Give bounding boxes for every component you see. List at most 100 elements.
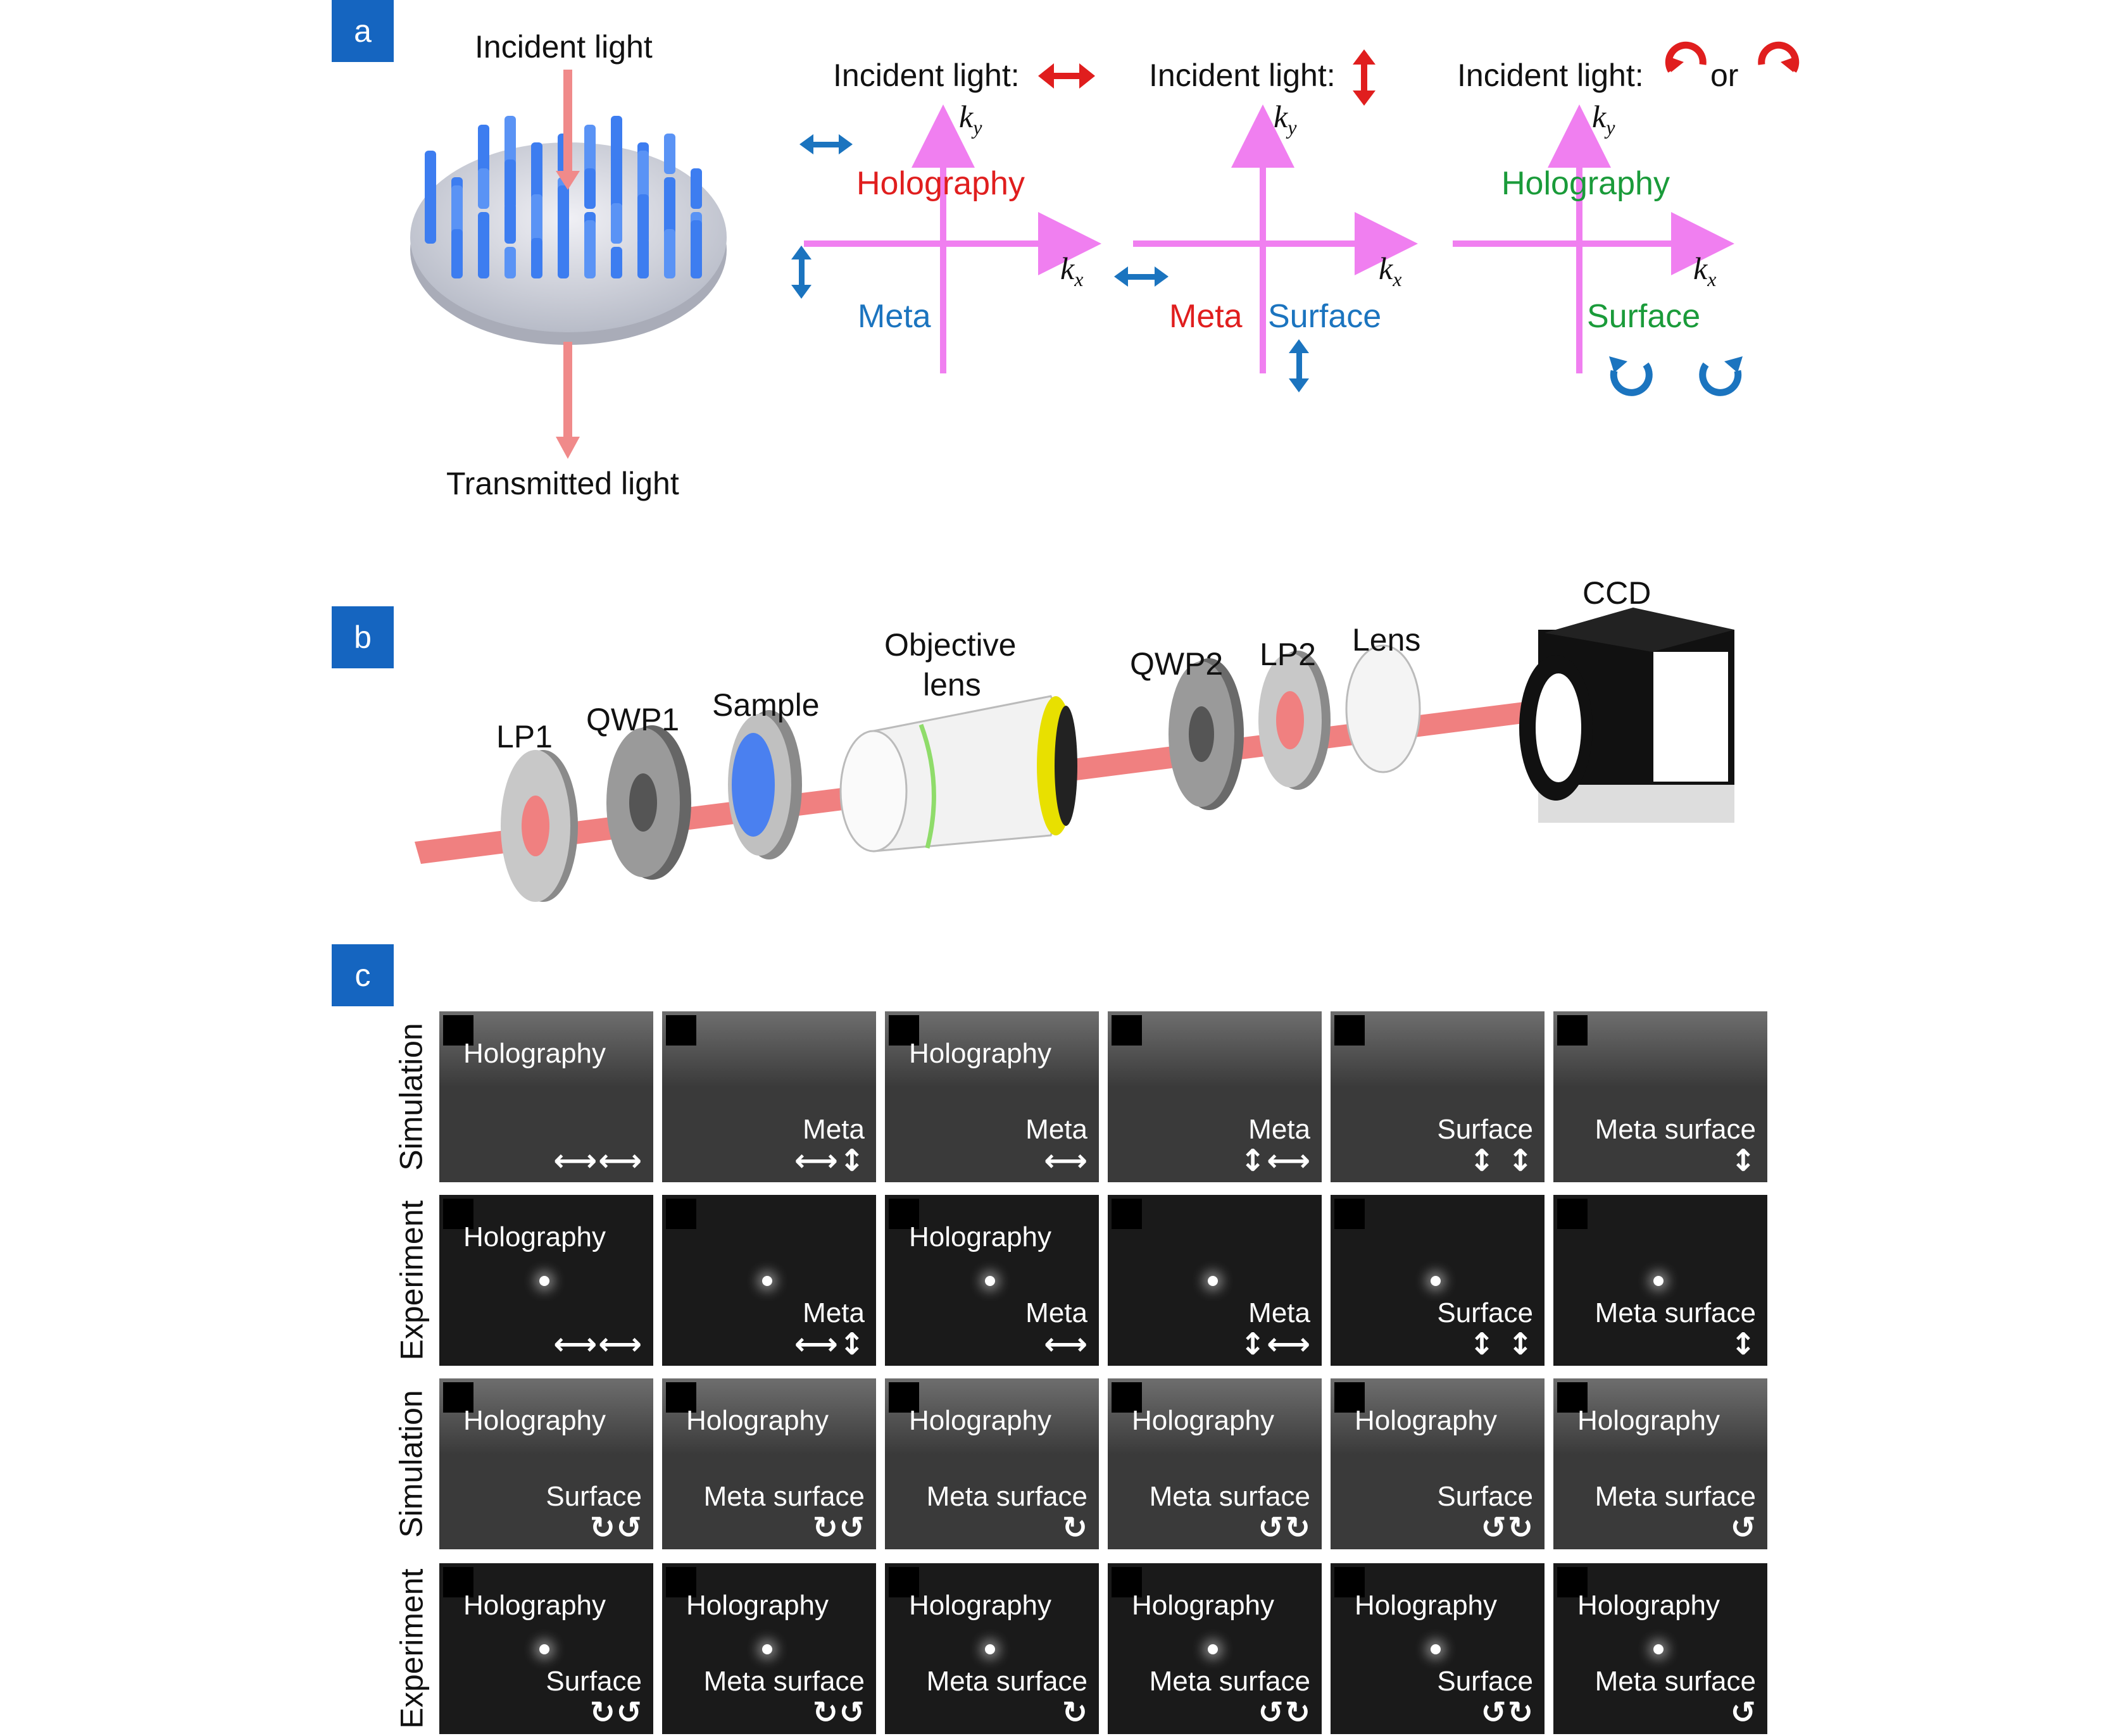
nanopillar: [504, 116, 516, 174]
image-bottom-label: Meta: [1025, 1114, 1087, 1145]
image-bottom-label: Meta: [1025, 1297, 1087, 1328]
result-image-r1-c6: Meta surface↕: [1553, 1011, 1767, 1182]
polarization-symbol-icon: ↕: [1730, 1327, 1757, 1362]
metasurface-sample-illustration: [410, 116, 727, 345]
result-image-r2-c4: Meta↕⟷: [1108, 1195, 1322, 1366]
result-image-r2-c5: Surface↕ ↕: [1331, 1195, 1545, 1366]
sample-label: Sample: [712, 687, 820, 723]
image-bottom-label: Surface: [546, 1666, 642, 1697]
kspace-axes-2: [1133, 104, 1418, 373]
diagram3-surface: Surface: [1587, 298, 1701, 335]
image-top-label: Holography: [686, 1405, 829, 1436]
image-corner-mark: [1334, 1382, 1365, 1413]
nanopillar: [691, 168, 702, 209]
zero-order-spot: [539, 1276, 549, 1286]
image-top-label: Holography: [463, 1590, 606, 1621]
diagram1-ky-label: ky: [959, 99, 982, 139]
lp2-label: LP2: [1260, 637, 1316, 672]
image-corner-mark: [1334, 1199, 1365, 1229]
nanopillar: [504, 203, 516, 244]
image-shading: [1108, 1378, 1322, 1454]
lp1-polarizer: [501, 750, 578, 902]
image-corner-mark: [443, 1199, 473, 1229]
qwp2-label: QWP2: [1130, 646, 1224, 682]
polarization-symbol-icon: ↕⟷: [1239, 1143, 1312, 1178]
image-corner-mark: [1112, 1382, 1142, 1413]
image-shading: [885, 1011, 1099, 1087]
image-top-label: Holography: [909, 1590, 1052, 1621]
image-top-label: Holography: [1355, 1405, 1498, 1436]
image-corner-mark: [889, 1382, 919, 1413]
objective-lens: [839, 695, 1077, 852]
blue-vertical-polarization-icon-2: [1289, 339, 1309, 392]
row-label-simulation: Simulation: [392, 1011, 430, 1182]
nanopillar: [637, 151, 649, 209]
image-corner-mark: [889, 1567, 919, 1597]
image-top-label: Holography: [909, 1405, 1052, 1436]
image-corner-mark: [666, 1382, 696, 1413]
zero-order-spot: [1431, 1276, 1441, 1286]
diagram3-ky-label: ky: [1592, 99, 1615, 139]
diagram3-header: Incident light:: [1457, 58, 1644, 93]
red-vertical-polarization-icon: [1353, 49, 1375, 106]
zero-order-spot: [762, 1644, 772, 1654]
polarization-symbol-icon: ↺↻: [1258, 1510, 1312, 1546]
image-bottom-label: Meta surface: [1595, 1666, 1756, 1697]
panel-b-setup: [415, 608, 1734, 902]
lp2-polarizer: [1258, 651, 1331, 790]
image-corner-mark: [1334, 1567, 1365, 1597]
zero-order-spot: [1208, 1644, 1218, 1654]
polarization-symbol-icon: ↻↺: [812, 1695, 866, 1730]
polarization-symbol-icon: ⟷↕: [794, 1143, 866, 1178]
image-bottom-label: Meta: [803, 1114, 865, 1145]
polarization-symbol-icon: ↻↺: [812, 1510, 866, 1546]
nanopillar: [664, 134, 675, 174]
panel-label-a: a: [332, 0, 394, 62]
result-image-r1-c5: Surface↕ ↕: [1331, 1011, 1545, 1182]
nanopillar: [558, 185, 569, 244]
image-shading: [1331, 1378, 1545, 1454]
kspace-axes-3: [1453, 104, 1734, 373]
nanopillar: [637, 238, 649, 278]
image-shading: [1331, 1011, 1545, 1087]
polarization-symbol-icon: ⟷⟷: [553, 1143, 643, 1178]
nanopillar: [504, 247, 516, 278]
polarization-symbol-icon: ⟷↕: [794, 1327, 866, 1362]
diagram3-header-or: or: [1710, 58, 1739, 93]
image-shading: [439, 1378, 653, 1454]
image-shading: [662, 1011, 876, 1087]
lp1-label: LP1: [496, 719, 553, 754]
diagram3-kx-label: kx: [1693, 251, 1717, 290]
zero-order-spot: [985, 1644, 995, 1654]
image-bottom-label: Meta surface: [1595, 1297, 1756, 1328]
result-image-r2-c2: Meta⟷↕: [662, 1195, 876, 1366]
diagram1-meta: Meta: [858, 298, 931, 335]
image-corner-mark: [1557, 1199, 1588, 1229]
nanopillar: [531, 238, 542, 278]
image-shading: [1108, 1011, 1322, 1087]
zero-order-spot: [985, 1276, 995, 1286]
red-horizontal-polarization-icon: [1038, 63, 1095, 89]
image-corner-mark: [1112, 1199, 1142, 1229]
image-corner-mark: [666, 1199, 696, 1229]
blue-horizontal-polarization-icon: [799, 134, 853, 154]
polarization-symbol-icon: ↻↺: [589, 1510, 643, 1546]
nanopillar: [584, 220, 596, 278]
image-top-label: Holography: [1132, 1405, 1275, 1436]
ccd-label: CCD: [1582, 575, 1651, 611]
nanopillar: [664, 185, 675, 244]
image-shading: [885, 1378, 1099, 1454]
transmitted-beam: [563, 342, 572, 443]
zero-order-spot: [762, 1276, 772, 1286]
image-corner-mark: [889, 1199, 919, 1229]
polarization-symbol-icon: ↺: [1730, 1695, 1757, 1730]
image-corner-mark: [1557, 1567, 1588, 1597]
kspace-axes-1: [804, 104, 1101, 373]
zero-order-spot: [1431, 1644, 1441, 1654]
nanopillar: [611, 159, 622, 209]
